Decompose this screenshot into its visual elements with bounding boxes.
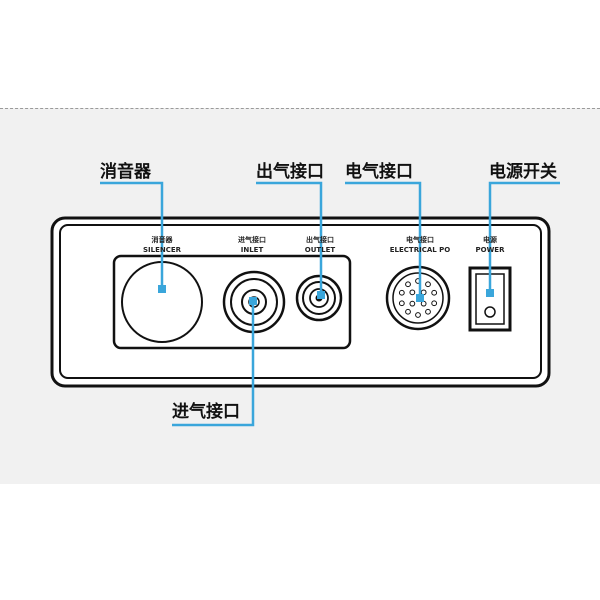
callout-inlet: 进气接口 xyxy=(172,402,240,422)
callout-electrical: 电气接口 xyxy=(345,162,413,182)
connector-pin xyxy=(415,312,421,318)
leader-lines xyxy=(100,181,560,427)
panel-label-electrical-cn: 电气接口 xyxy=(406,236,434,244)
power-switch xyxy=(468,266,512,332)
callout-silencer: 消音器 xyxy=(100,162,151,182)
connector-pin xyxy=(398,300,405,307)
panel-label-inlet-cn: 进气接口 xyxy=(238,236,266,244)
panel-label-outlet-cn: 出气接口 xyxy=(306,236,334,244)
connector-pin xyxy=(431,300,438,307)
leader-inlet xyxy=(172,300,255,427)
panel-label-electrical-en: ELECTRICAL PO xyxy=(389,246,451,254)
leader-endpoints xyxy=(158,285,494,305)
panel-label-power-en: POWER xyxy=(475,246,505,254)
connector-pin xyxy=(409,289,416,296)
leader-outlet xyxy=(256,181,323,293)
connector-pin xyxy=(398,289,405,296)
callout-outlet: 出气接口 xyxy=(256,162,324,182)
connector-pin xyxy=(425,308,431,315)
leader-power xyxy=(488,181,560,292)
connector-pin xyxy=(409,300,416,307)
connector-pin xyxy=(431,289,438,296)
connector-pin xyxy=(425,281,431,288)
leader-electrical xyxy=(345,181,422,298)
panel-label-silencer-en: SILENCER xyxy=(142,246,182,254)
connector-pin xyxy=(405,281,411,288)
panel-label-outlet-en: OUTLET xyxy=(304,246,336,254)
callout-power-switch: 电源开关 xyxy=(489,162,557,182)
panel-label-silencer-cn: 消音器 xyxy=(151,236,173,244)
leader-silencer xyxy=(100,181,164,289)
panel-label-inlet-en: INLET xyxy=(240,246,264,254)
connector-pin xyxy=(405,308,411,315)
top-divider xyxy=(0,108,600,109)
panel-label-power-cn: 电源 xyxy=(483,236,497,244)
